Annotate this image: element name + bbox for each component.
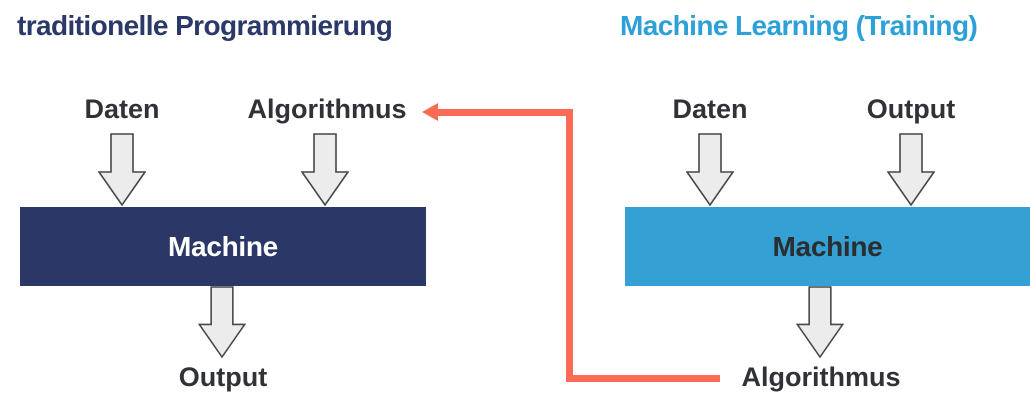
machine-label-left: Machine (168, 230, 278, 262)
down-arrow-icon (686, 133, 734, 207)
right-panel-title: Machine Learning (Training) (620, 10, 978, 41)
algorithmus-label-right: Algorithmus (741, 362, 901, 392)
daten-label-right: Daten (672, 94, 748, 124)
output-label-left: Output (178, 362, 268, 392)
machine-box-right: Machine (625, 207, 1030, 286)
feedback-arrow-vertical-segment (566, 109, 573, 382)
machine-label-right: Machine (772, 230, 883, 262)
feedback-arrow-bottom-segment (566, 375, 720, 382)
down-arrow-icon (301, 133, 349, 207)
algorithmus-label-left: Algorithmus (247, 94, 407, 124)
down-arrow-icon (795, 286, 845, 359)
down-arrow-icon (197, 286, 247, 359)
feedback-arrow-top-segment (434, 109, 573, 116)
machine-box-left: Machine (20, 207, 426, 286)
down-arrow-icon (887, 133, 935, 207)
daten-label-left: Daten (84, 94, 160, 124)
down-arrow-icon (98, 133, 146, 207)
left-panel-title: traditionelle Programmierung (17, 10, 393, 41)
feedback-arrowhead-icon (422, 103, 438, 121)
output-label-right: Output (866, 94, 956, 124)
